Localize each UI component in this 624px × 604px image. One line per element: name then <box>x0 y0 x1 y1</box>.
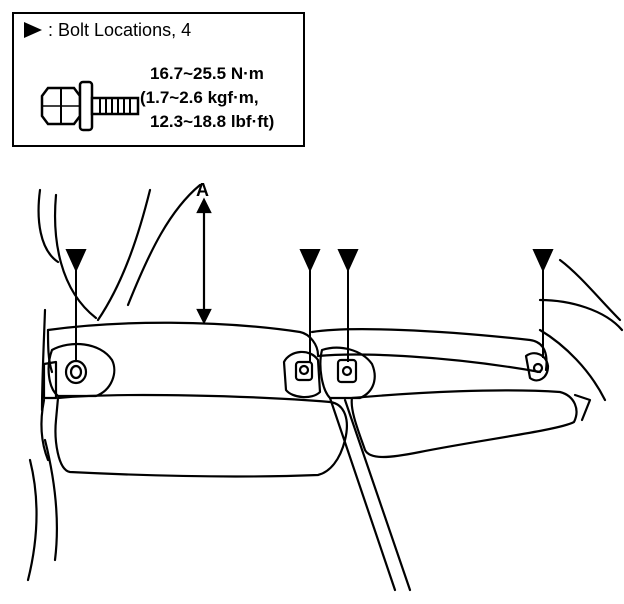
triangle-marker-icon <box>299 249 321 273</box>
legend-title: : Bolt Locations, 4 <box>24 20 191 41</box>
bolt-marker-1 <box>65 249 87 362</box>
triangle-marker-icon <box>532 249 554 273</box>
triangle-marker-icon <box>65 249 87 273</box>
legend-box: : Bolt Locations, 4 16.7~25.5 N·m (1.7~2… <box>12 12 305 147</box>
bolt-marker-3 <box>337 249 359 362</box>
triangle-marker-icon <box>24 22 42 38</box>
torque-lbf: 12.3~18.8 lbf·ft) <box>150 112 275 131</box>
flange-bolt-icon <box>40 80 140 132</box>
torque-nm: 16.7~25.5 N·m <box>150 64 264 83</box>
bolt-marker-4 <box>532 249 554 358</box>
torque-kgf: (1.7~2.6 kgf·m, <box>140 88 259 107</box>
triangle-marker-icon <box>337 249 359 273</box>
callout-a-leader <box>196 197 212 325</box>
callout-a-label: A <box>196 180 209 200</box>
left-contour-1 <box>37 188 60 264</box>
bolt-marker-2 <box>299 249 321 362</box>
legend-title-text: : Bolt Locations, 4 <box>48 20 192 40</box>
